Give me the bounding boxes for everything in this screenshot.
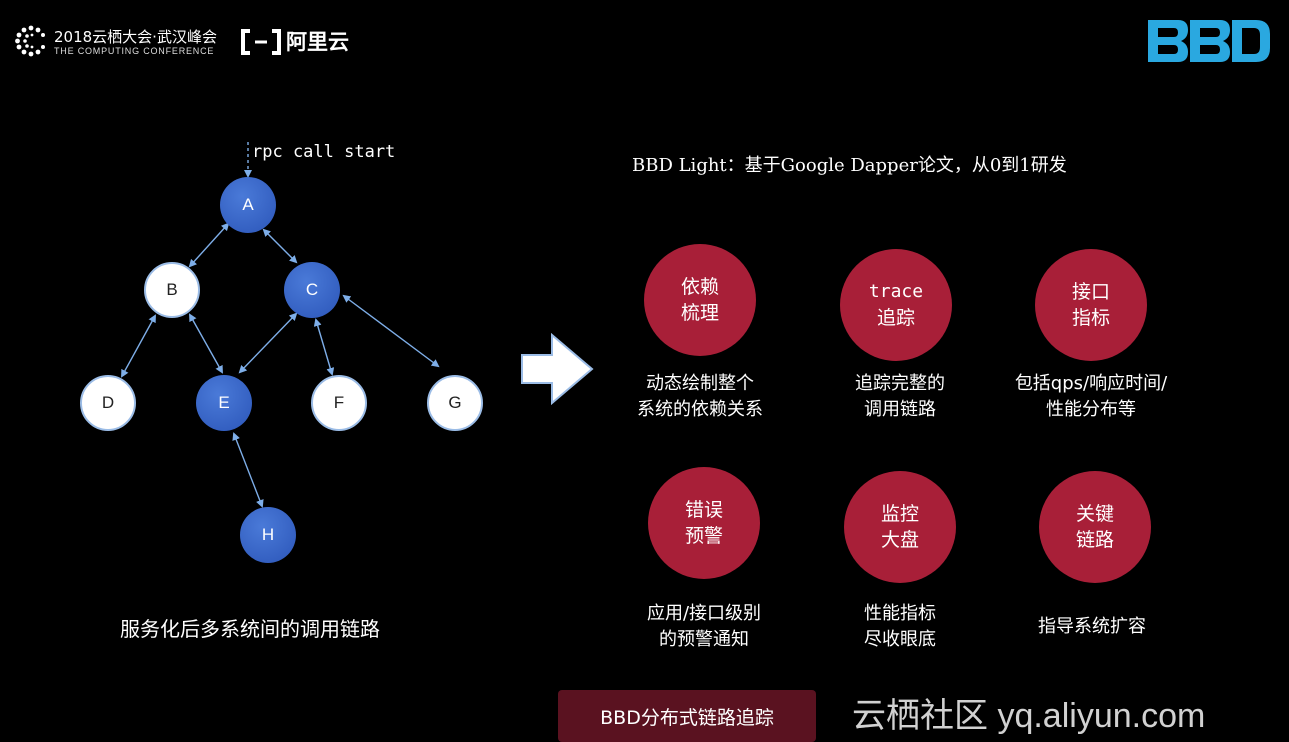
conference-title: 2018云栖大会·武汉峰会 <box>54 28 217 46</box>
feature-dashboard-circle: 监控 大盘 <box>844 471 956 583</box>
graph-node-f: F <box>311 375 367 431</box>
edge-c-g <box>342 294 440 368</box>
feature-desc-line: 调用链路 <box>864 399 936 420</box>
feature-title-line: trace <box>868 281 924 302</box>
feature-dashboard-desc: 性能指标 尽收眼底 <box>800 601 1000 653</box>
right-arrow-icon <box>521 333 594 405</box>
feature-desc-line: 的预警通知 <box>659 629 749 650</box>
edge-c-f <box>313 318 335 376</box>
feature-key-path-desc: 指导系统扩容 <box>992 614 1192 640</box>
graph-caption: 服务化后多系统间的调用链路 <box>120 617 380 641</box>
conference-globe-icon <box>15 25 45 57</box>
feature-title-line: 大盘 <box>880 529 919 551</box>
feature-title-line: 指标 <box>1071 307 1110 329</box>
feature-desc-line: 性能指标 <box>864 603 936 624</box>
feature-alert-desc: 应用/接口级别 的预警通知 <box>604 601 804 653</box>
bottom-banner: BBD分布式链路追踪 <box>558 690 816 742</box>
watermark: 云栖社区 yq.aliyun.com <box>852 697 1206 735</box>
feature-trace-desc: 追踪完整的 调用链路 <box>800 371 1000 423</box>
dependency-graph-edges <box>121 142 440 508</box>
feature-title-line: 预警 <box>684 525 723 547</box>
feature-title-line: 关键 <box>1075 503 1114 525</box>
conference-logo: 2018云栖大会·武汉峰会 THE COMPUTING CONFERENCE <box>14 22 224 62</box>
feature-desc-line: 动态绘制整个 <box>646 373 754 394</box>
feature-title-line: 错误 <box>684 499 723 521</box>
edge-c-e <box>238 312 298 374</box>
feature-desc-line: 尽收眼底 <box>864 629 936 650</box>
feature-alert-circle: 错误 预警 <box>648 467 760 579</box>
aliyun-bracket-icon <box>241 29 281 55</box>
edge-a-b <box>188 222 230 268</box>
aliyun-logo: 阿里云 <box>240 26 360 56</box>
edge-b-d <box>121 314 156 378</box>
feature-title-line: 监控 <box>880 503 919 525</box>
graph-node-e: E <box>196 375 252 431</box>
graph-node-c: C <box>284 262 340 318</box>
graph-node-g: G <box>427 375 483 431</box>
edge-a-c <box>262 228 298 264</box>
feature-title-line: 链路 <box>1075 529 1114 551</box>
graph-node-a: A <box>220 177 276 233</box>
feature-title-line: 接口 <box>1071 281 1110 303</box>
feature-desc-line: 指导系统扩容 <box>1038 616 1146 637</box>
conference-subtitle: THE COMPUTING CONFERENCE <box>54 46 215 56</box>
headline: BBD Light：基于Google Dapper论文，从0到1研发 <box>632 155 1067 176</box>
feature-title-line: 梳理 <box>680 302 719 324</box>
feature-title-line: 追踪 <box>876 307 915 329</box>
feature-key-path-circle: 关键 链路 <box>1039 471 1151 583</box>
rpc-call-start-label: rpc call start <box>252 142 396 162</box>
graph-node-h: H <box>240 507 296 563</box>
feature-desc-line: 性能分布等 <box>1046 399 1136 420</box>
feature-metrics-circle: 接口 指标 <box>1035 249 1147 361</box>
aliyun-brand-text: 阿里云 <box>286 30 349 54</box>
feature-metrics-desc: 包括qps/响应时间/ 性能分布等 <box>991 371 1191 423</box>
bbd-logo <box>1148 20 1270 62</box>
feature-desc-line: 系统的依赖关系 <box>637 399 763 420</box>
feature-title-line: 依赖 <box>680 276 719 298</box>
edge-b-e <box>189 313 223 374</box>
feature-dependency-circle: 依赖 梳理 <box>644 244 756 356</box>
feature-trace-circle: trace 追踪 <box>840 249 952 361</box>
graph-node-d: D <box>80 375 136 431</box>
feature-desc-line: 应用/接口级别 <box>646 603 762 624</box>
edge-e-h <box>232 432 264 508</box>
feature-desc-line: 追踪完整的 <box>855 373 945 394</box>
feature-dependency-desc: 动态绘制整个 系统的依赖关系 <box>600 371 800 423</box>
feature-desc-line: 包括qps/响应时间/ <box>1014 373 1168 394</box>
graph-node-b: B <box>144 262 200 318</box>
